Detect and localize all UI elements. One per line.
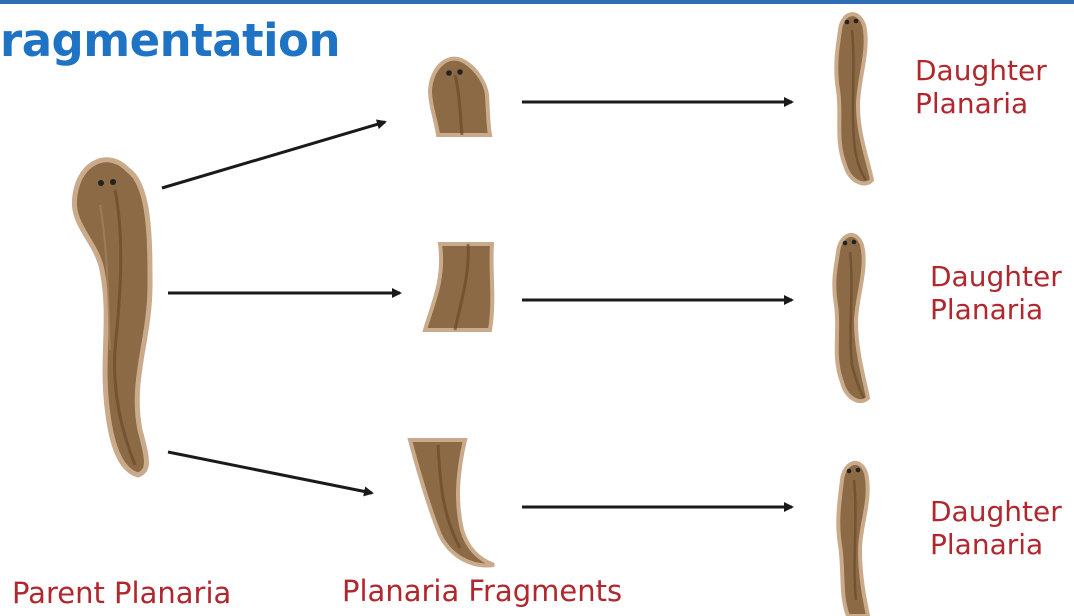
daughter-label-2-line2: Planaria <box>930 293 1062 326</box>
arrow-parent-to-fragment-3 <box>168 452 372 493</box>
daughter-planaria-1 <box>836 14 872 183</box>
daughter-label-1: Daughter Planaria <box>915 54 1047 120</box>
daughter-label-3-line1: Daughter <box>930 495 1062 528</box>
daughter-label-3-line2: Planaria <box>930 528 1062 561</box>
daughter-label-1-line1: Daughter <box>915 54 1047 87</box>
daughter-planaria-2 <box>834 235 868 401</box>
daughter-label-2: Daughter Planaria <box>930 260 1062 326</box>
parent-planaria-label: Parent Planaria <box>12 576 231 610</box>
daughter-label-2-line1: Daughter <box>930 260 1062 293</box>
fragment-middle <box>425 244 492 330</box>
planaria-fragments-label: Planaria Fragments <box>342 574 622 608</box>
fragment-head <box>430 59 490 135</box>
fragment-tail <box>410 440 494 565</box>
daughter-planaria-3 <box>838 463 868 616</box>
daughter-label-3: Daughter Planaria <box>930 495 1062 561</box>
parent-planaria <box>74 160 150 475</box>
daughter-label-1-line2: Planaria <box>915 87 1047 120</box>
arrow-parent-to-fragment-1 <box>162 122 385 188</box>
